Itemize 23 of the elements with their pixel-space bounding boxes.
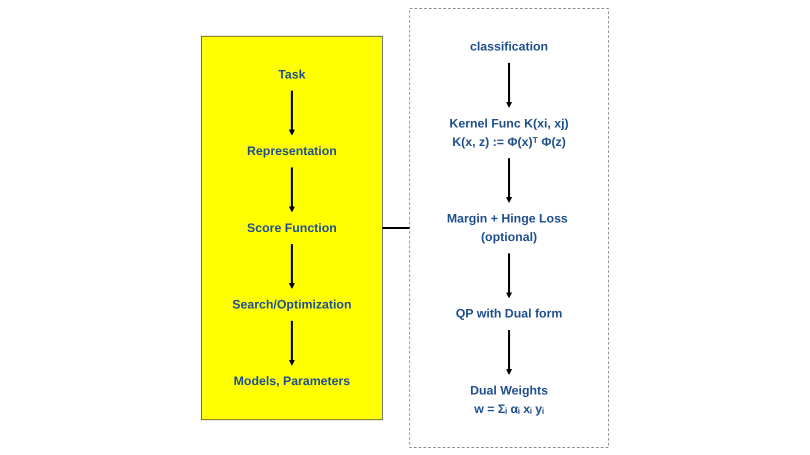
connector (382, 226, 410, 229)
node-label: w = Σᵢ αᵢ xᵢ yᵢ (474, 401, 544, 416)
node-text: classification (470, 39, 548, 53)
node-label: K(x, z) := Φ(x)ᵀ Φ(z) (452, 134, 566, 148)
node-text: Search/Optimization (232, 297, 352, 311)
node-text: Models, Parameters (234, 374, 350, 388)
arrow (288, 90, 295, 135)
arrow (288, 166, 295, 212)
node-text: Kernel Func K(xi, xj) (450, 116, 569, 130)
arrow (506, 62, 512, 108)
arrow (506, 252, 512, 298)
node-text: Margin + Hinge Loss (optional) (446, 211, 568, 244)
node-text: QP with Dual form (456, 306, 562, 320)
cluster (409, 8, 609, 448)
cluster (201, 35, 383, 420)
arrow (506, 158, 512, 202)
node-text: Representation (247, 144, 337, 158)
node-text: Task (278, 66, 306, 81)
node-text: Score Function (247, 220, 337, 234)
arrow (506, 330, 512, 374)
node-text: Dual Weights (470, 382, 548, 397)
arrow (288, 320, 295, 366)
arrow (288, 244, 295, 288)
